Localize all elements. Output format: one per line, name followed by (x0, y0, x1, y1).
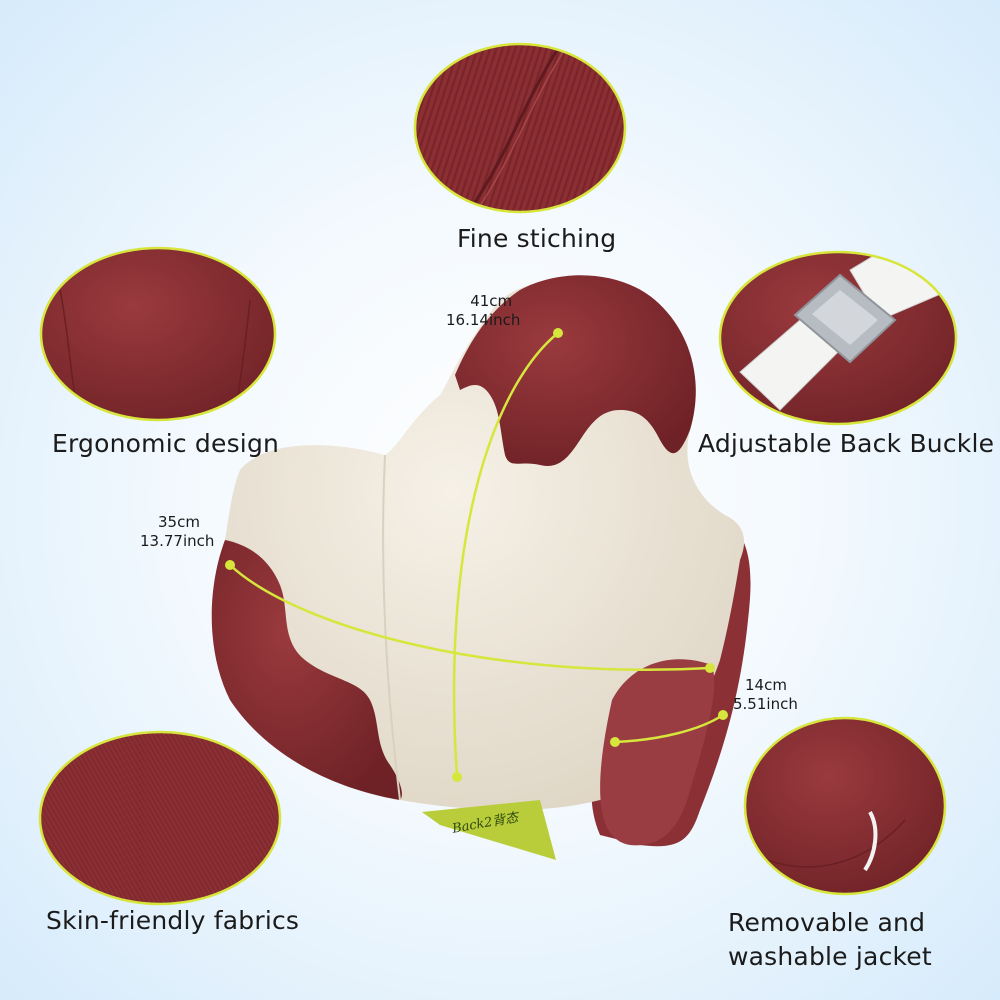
dimension-width-inch: 13.77inch (140, 532, 215, 550)
dimension-height: 41cm 16.14inch (446, 292, 520, 330)
depth-measure-line (614, 713, 724, 744)
dimension-depth-inch: 5.51inch (733, 695, 798, 713)
dimension-width-cm: 35cm (158, 513, 200, 531)
width-measure-line (229, 564, 711, 672)
dimension-width: 35cm 13.77inch (140, 513, 214, 551)
feature-label-jacket: Removable and washable jacket (728, 906, 932, 974)
measurement-lines (229, 332, 724, 778)
dimension-height-cm: 41cm (470, 292, 513, 310)
feature-label-ergonomic: Ergonomic design (52, 429, 280, 458)
dimension-depth: 14cm 5.51inch (733, 676, 798, 714)
feature-label-fabric: Skin-friendly fabrics (46, 906, 300, 935)
feature-label-jacket-line2: washable jacket (728, 942, 932, 971)
feature-label-buckle: Adjustable Back Buckle (698, 429, 995, 458)
measurement-dots (225, 328, 728, 782)
lumbar-cushion: Back2背态 (211, 275, 751, 860)
detail-circle-buckle (718, 250, 958, 426)
height-measure-line (452, 332, 559, 778)
detail-circle-ergonomic (39, 246, 277, 422)
dimension-depth-cm: 14cm (745, 676, 787, 694)
feature-label-stitching: Fine stiching (457, 224, 617, 253)
detail-circle-jacket (743, 716, 947, 896)
detail-circle-stitching (413, 42, 627, 214)
detail-circle-fabric (38, 730, 282, 906)
feature-label-jacket-line1: Removable and (728, 908, 926, 937)
dimension-height-inch: 16.14inch (446, 311, 521, 329)
